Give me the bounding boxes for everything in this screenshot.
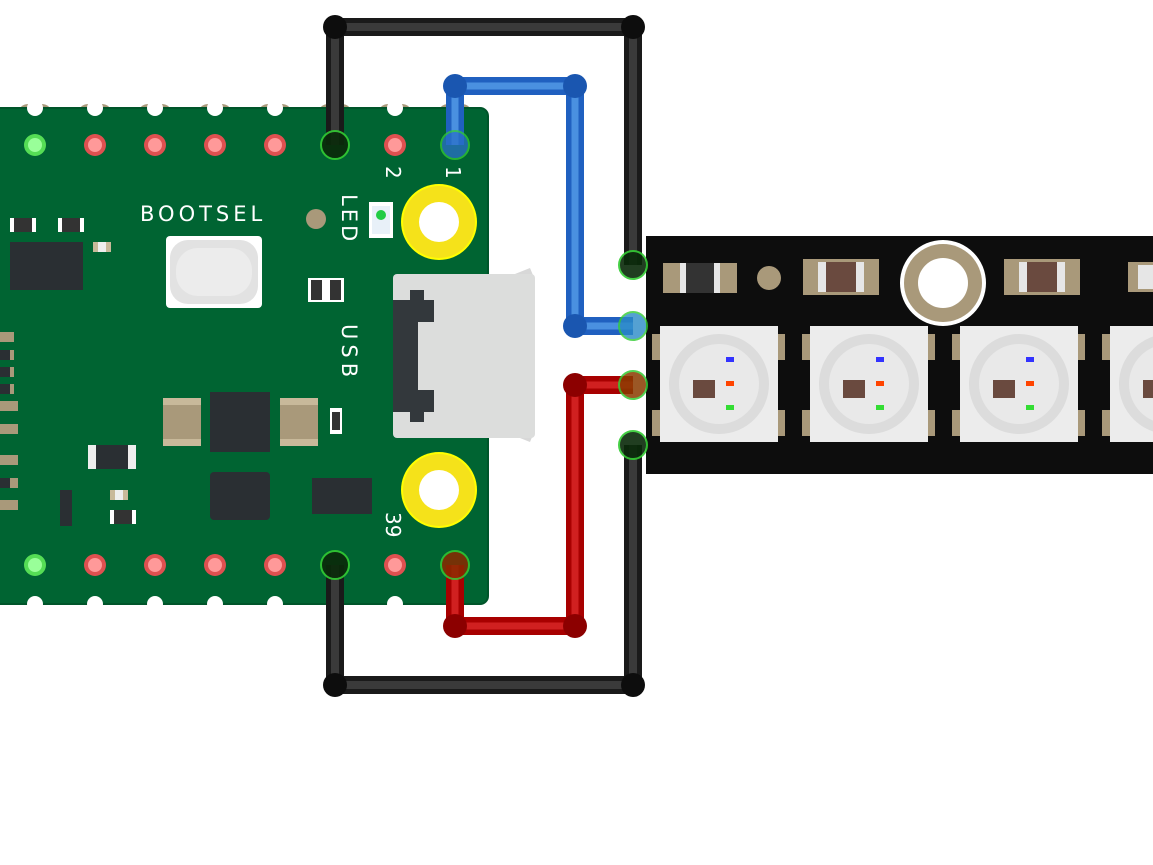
onboard-led [369,202,393,238]
board-mount-hole [401,184,477,260]
bootsel-label: BOOTSEL [140,202,266,226]
pin-label-1: 1 [441,166,465,179]
led-pixel [952,326,1085,442]
pin-label-2: 2 [381,166,405,179]
wire-ground-top [323,15,645,265]
board-components [0,209,372,526]
pin-label-39: 39 [381,512,405,537]
connection-points [320,130,648,580]
strip-via [757,266,781,290]
led-label: LED [337,194,361,244]
led-pixel [652,326,785,442]
led-strip [646,236,1153,474]
usb-label: USB [337,324,361,382]
led-pixel [1102,326,1153,442]
board-mount-hole [401,452,477,528]
rp2040-chip [210,392,270,452]
led-pixel [802,326,935,442]
wire-data [443,74,633,338]
flash-chip [10,242,83,290]
wire-ground-bottom [323,445,645,697]
header-pins-bottom [24,554,406,576]
pico-board: BOOTSEL LED USB 2 1 39 [0,100,535,612]
wire-power [443,373,633,638]
usb-connector [393,268,535,442]
header-pins-top [24,134,406,156]
bootsel-button [166,236,262,308]
